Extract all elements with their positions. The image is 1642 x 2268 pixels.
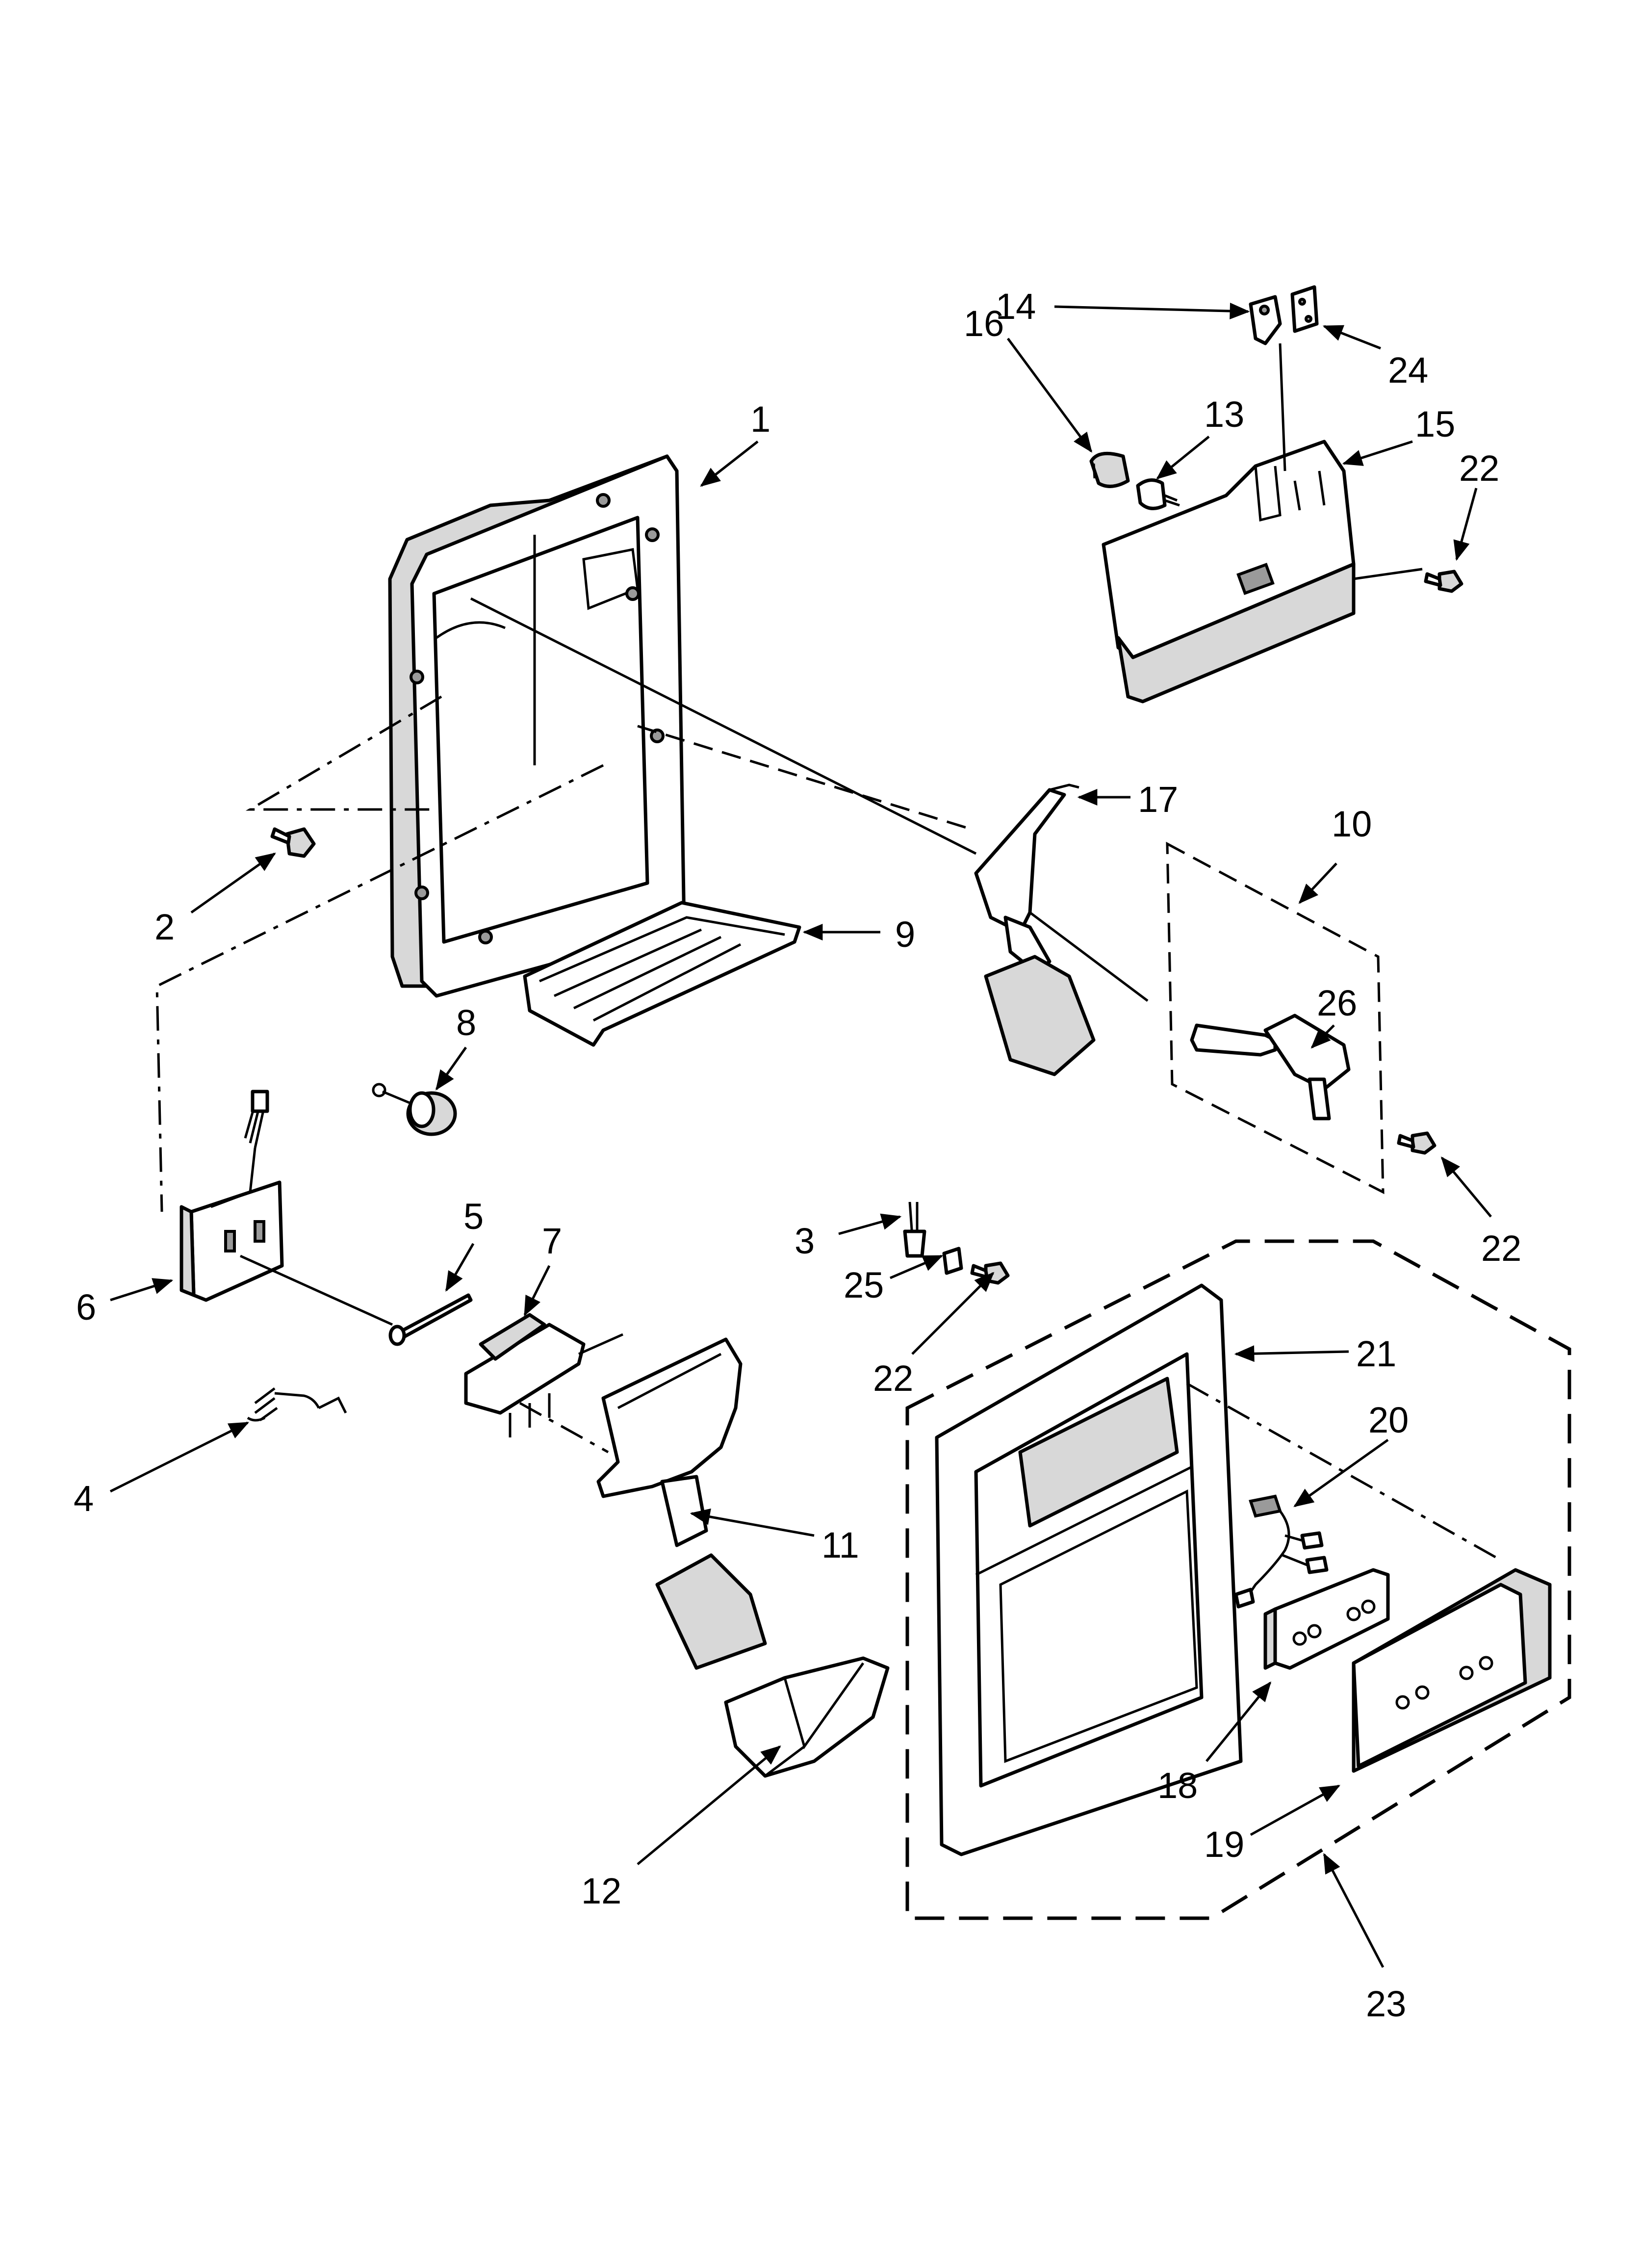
part-15-light-housing	[1102, 440, 1356, 704]
callout-10: 10	[1332, 804, 1372, 844]
part-23-group	[905, 1239, 1571, 1920]
callout-11: 11	[821, 1525, 859, 1565]
part-4-spring	[247, 1387, 347, 1422]
callout-2: 2	[154, 907, 175, 947]
callout-19: 19	[1204, 1824, 1244, 1865]
part-1-housing	[388, 454, 686, 998]
part-9-drip-tray	[523, 901, 801, 1047]
callout-14: 14	[996, 286, 1036, 327]
callout-6: 6	[76, 1287, 96, 1328]
callout-labels: 1 2 3 4 5 6 7 8 9 10 11 12 13 14 15 16 1…	[74, 286, 1521, 2024]
callout-5: 5	[463, 1196, 484, 1237]
part-11-ice-paddle	[596, 1337, 767, 1670]
part-12-funnel	[724, 1656, 890, 1778]
part-7-actuator	[464, 1313, 624, 1437]
callout-23: 23	[1366, 1983, 1406, 2024]
part-2-screw	[270, 827, 316, 858]
part-17-lever	[974, 783, 1096, 1076]
part-18-control-board	[1263, 1568, 1390, 1670]
callout-24: 24	[1388, 350, 1428, 391]
callout-16: 16	[964, 303, 1004, 344]
part-14-switch	[1249, 295, 1282, 345]
part-22-screw-right-mid	[1397, 1131, 1437, 1155]
part-3-clip	[903, 1201, 926, 1258]
callout-17: 17	[1138, 779, 1178, 820]
leader-arrows	[109, 303, 1492, 1968]
callout-13: 13	[1204, 394, 1244, 435]
part-24-plate	[1290, 285, 1319, 333]
part-20-wire-harness	[1234, 1494, 1329, 1609]
part-25-bracket	[942, 1247, 963, 1275]
part-6-module	[180, 1090, 284, 1302]
callout-20: 20	[1368, 1400, 1409, 1440]
callout-25: 25	[844, 1265, 884, 1305]
callout-4: 4	[74, 1478, 94, 1519]
callout-7: 7	[542, 1221, 562, 1261]
part-21-dispenser-bezel	[935, 1283, 1243, 1856]
callout-12: 12	[581, 1871, 621, 1911]
part-13-socket	[1136, 478, 1180, 510]
part-22-screw-center	[970, 1261, 1010, 1285]
callout-22-right: 22	[1481, 1228, 1521, 1269]
part-8-bumper	[372, 1083, 457, 1136]
callout-8: 8	[456, 1002, 476, 1043]
callout-3: 3	[795, 1221, 815, 1261]
callout-1: 1	[750, 399, 770, 440]
callout-22-top: 22	[1459, 448, 1499, 489]
part-22-screw-top	[1424, 570, 1463, 593]
part-10-group	[1166, 841, 1385, 1195]
part-5-pin	[388, 1293, 473, 1346]
callout-9: 9	[895, 914, 915, 955]
part-19-control-panel	[1352, 1568, 1552, 1773]
callout-18: 18	[1157, 1765, 1198, 1806]
part-16-bulb	[1089, 451, 1130, 488]
callout-21: 21	[1356, 1333, 1396, 1374]
callout-15: 15	[1415, 404, 1455, 444]
callout-26: 26	[1317, 983, 1357, 1023]
assembly-lines	[155, 343, 1502, 1562]
callout-22-center: 22	[873, 1358, 913, 1399]
